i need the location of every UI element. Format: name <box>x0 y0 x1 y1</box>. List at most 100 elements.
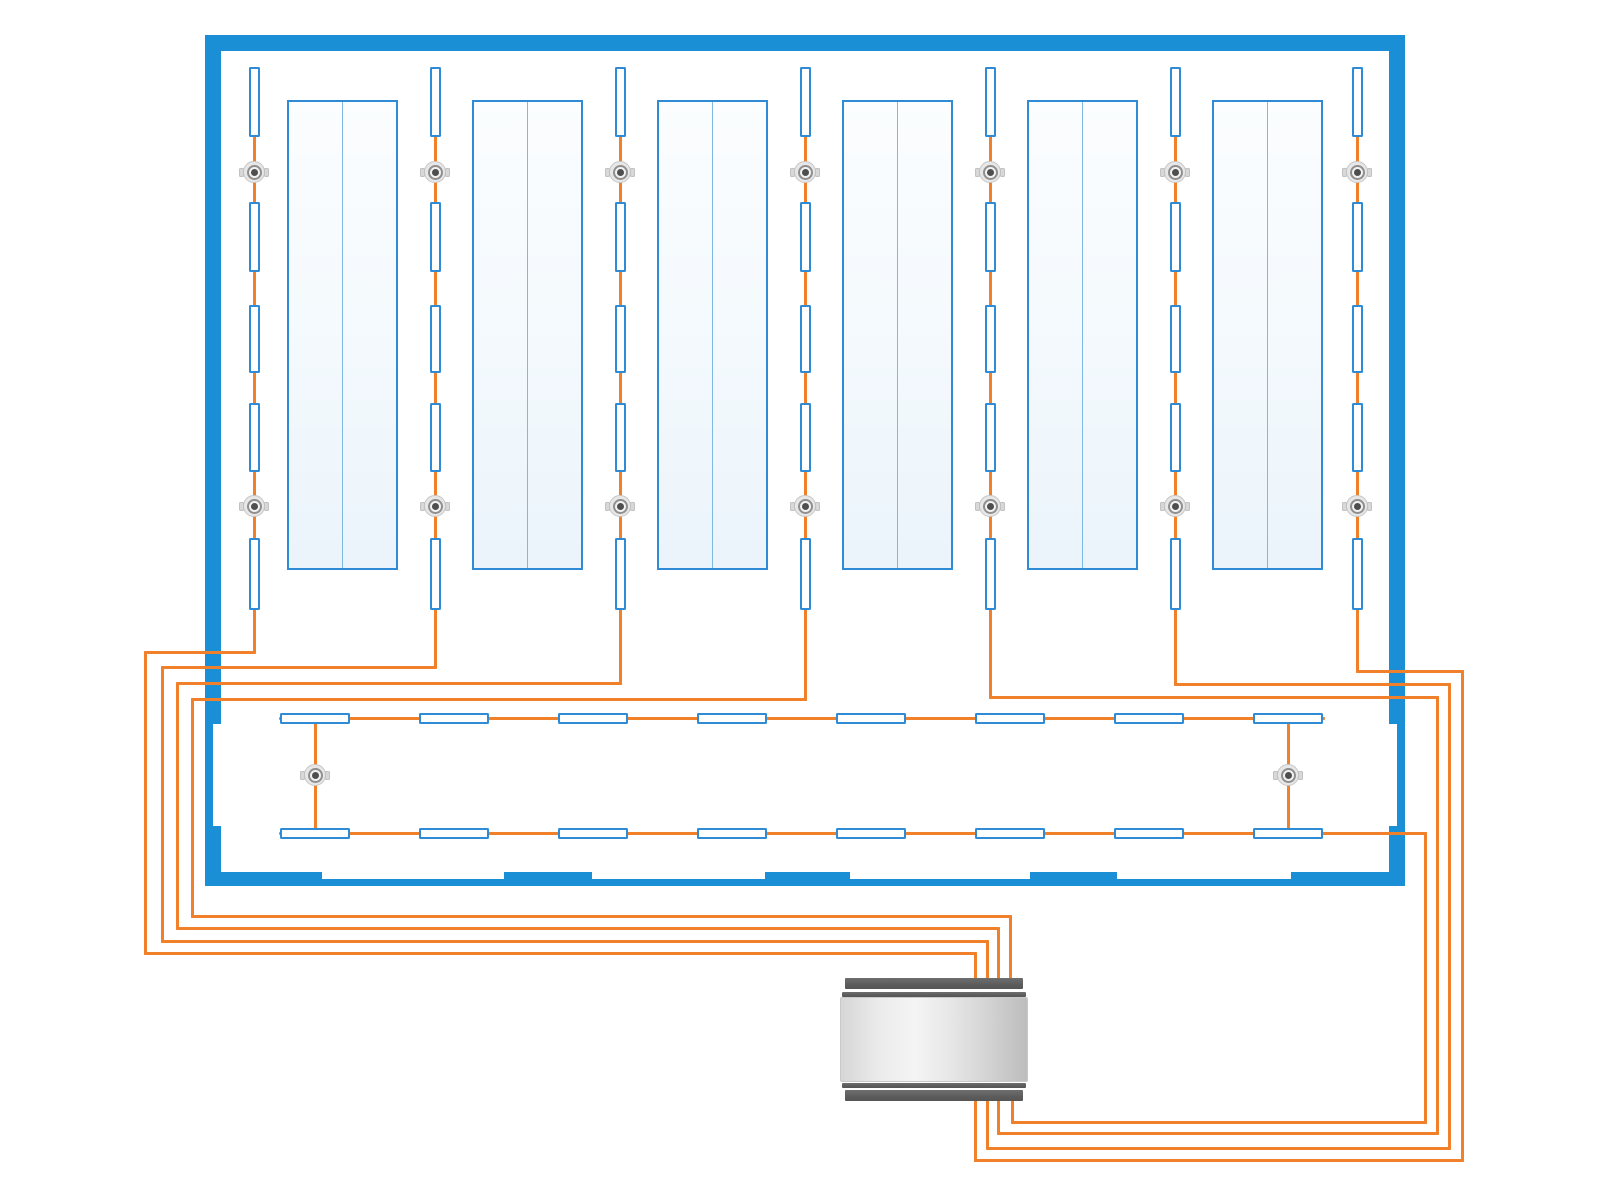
luminaire <box>248 403 260 472</box>
presence-sensor <box>975 161 1005 183</box>
luminaire <box>799 403 811 472</box>
presence-sensor <box>790 161 820 183</box>
controller-cap <box>842 1083 1026 1088</box>
luminaire <box>984 67 996 137</box>
presence-sensor <box>1160 495 1190 517</box>
wall-top <box>205 35 1405 51</box>
strip-luminaire <box>1253 713 1323 724</box>
luminaire <box>1351 305 1363 373</box>
sensor-mount-tab <box>605 167 610 177</box>
sensor-ring <box>1349 498 1365 514</box>
sensor-mount-tab <box>264 501 269 511</box>
sensor-mount-tab <box>420 167 425 177</box>
sensor-mount-tab <box>815 501 820 511</box>
sensor-mount-tab <box>420 501 425 511</box>
wire-segment <box>143 951 977 955</box>
rack-divider <box>896 102 899 568</box>
sensor-mount-tab <box>1367 501 1372 511</box>
sensor-lens <box>311 771 319 779</box>
presence-sensor <box>975 495 1005 517</box>
wire-segment <box>190 697 194 918</box>
strip-luminaire <box>836 828 906 839</box>
wire-segment <box>190 697 807 701</box>
sensor-mount-tab <box>1298 770 1303 780</box>
presence-sensor <box>239 495 269 517</box>
strip-luminaire <box>558 713 628 724</box>
sensor-mount-tab <box>1185 167 1190 177</box>
wire-segment <box>996 1093 1000 1135</box>
wire-segment <box>433 135 437 669</box>
storage-rack <box>287 100 398 570</box>
strip-luminaire <box>697 828 767 839</box>
luminaire <box>614 403 626 472</box>
wire-segment <box>996 1131 1439 1135</box>
wire-segment <box>1355 669 1464 673</box>
wire-segment <box>252 135 256 654</box>
sensor-lens <box>431 502 439 510</box>
sensor-mount-tab <box>325 770 330 780</box>
sensor-mount-tab <box>1160 167 1165 177</box>
sensor-lens <box>250 502 258 510</box>
sensor-lens <box>986 168 994 176</box>
wire-segment <box>996 926 1000 987</box>
storage-rack <box>1027 100 1138 570</box>
sensor-ring <box>1280 767 1296 783</box>
wire-segment <box>175 681 622 685</box>
presence-sensor <box>1160 161 1190 183</box>
wire-segment <box>985 1093 989 1150</box>
wall-right <box>1389 35 1405 886</box>
rack-divider <box>1081 102 1084 568</box>
luminaire <box>429 67 441 137</box>
luminaire <box>984 538 996 610</box>
wire-segment <box>973 1093 977 1162</box>
strip-luminaire <box>697 713 767 724</box>
wire-segment <box>160 665 164 943</box>
sensor-lens <box>801 502 809 510</box>
sensor-mount-tab <box>1342 501 1347 511</box>
luminaire <box>429 403 441 472</box>
luminaire <box>1169 403 1181 472</box>
luminaire <box>1351 67 1363 137</box>
sensor-ring <box>307 767 323 783</box>
wall-bottom-block <box>1030 872 1117 886</box>
sensor-mount-tab <box>630 167 635 177</box>
presence-sensor <box>420 161 450 183</box>
rack-divider <box>711 102 714 568</box>
sensor-lens <box>1171 168 1179 176</box>
strip-luminaire <box>558 828 628 839</box>
sensor-mount-tab <box>1160 501 1165 511</box>
wire-segment <box>1173 682 1451 686</box>
presence-sensor <box>239 161 269 183</box>
sensor-mount-tab <box>300 770 305 780</box>
sensor-ring <box>1349 164 1365 180</box>
sensor-mount-tab <box>790 501 795 511</box>
wire-segment <box>985 1146 1451 1150</box>
luminaire <box>429 305 441 373</box>
luminaire <box>248 202 260 272</box>
wire-segment <box>973 1158 1464 1162</box>
presence-sensor <box>420 495 450 517</box>
luminaire <box>984 403 996 472</box>
sensor-mount-tab <box>975 167 980 177</box>
sensor-lens <box>801 168 809 176</box>
luminaire <box>1351 538 1363 610</box>
controller-cap <box>845 1090 1023 1101</box>
wall-bottom-block <box>504 872 592 886</box>
luminaire <box>614 202 626 272</box>
sensor-mount-tab <box>445 167 450 177</box>
wall-bottom-block <box>765 872 850 886</box>
wire-segment <box>973 951 977 987</box>
strip-luminaire <box>1114 828 1184 839</box>
wire-segment <box>1008 914 1012 987</box>
wall-opening-right <box>1389 724 1397 826</box>
wire-segment <box>278 716 1325 720</box>
sensor-mount-tab <box>605 501 610 511</box>
luminaire <box>799 67 811 137</box>
wire-segment <box>160 939 989 943</box>
sensor-mount-tab <box>1000 501 1005 511</box>
sensor-ring <box>982 164 998 180</box>
sensor-lens <box>1284 771 1292 779</box>
storage-rack <box>472 100 583 570</box>
wire-segment <box>1010 1093 1014 1124</box>
strip-luminaire <box>1114 713 1184 724</box>
